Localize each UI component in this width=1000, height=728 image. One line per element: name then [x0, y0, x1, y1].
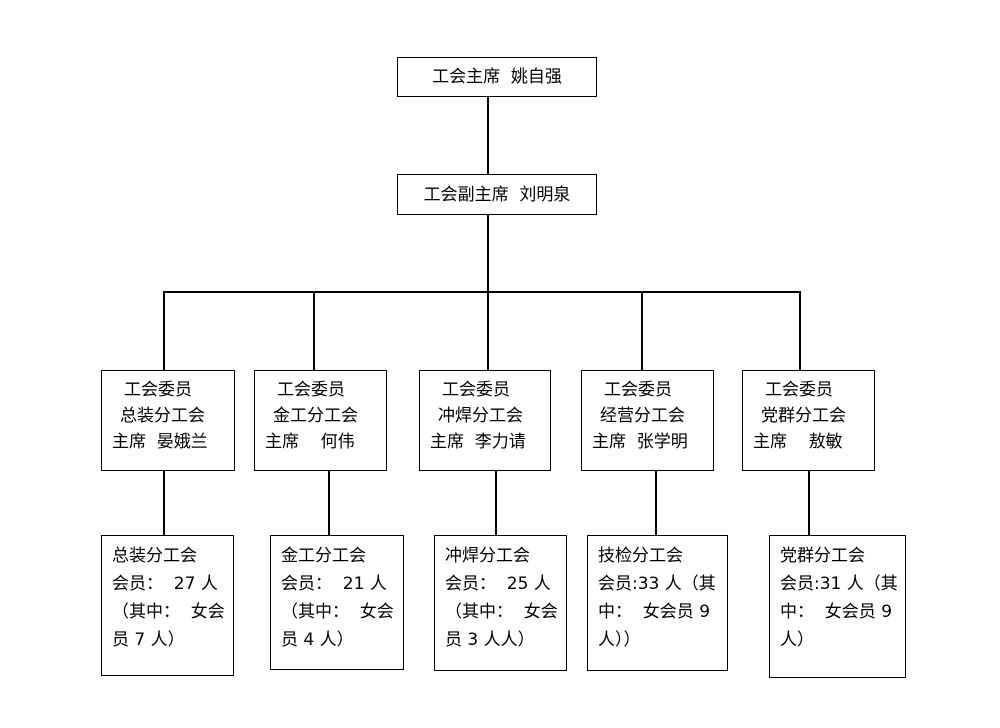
node-union-chairman-label: 工会主席 姚自强	[432, 67, 562, 87]
link-chonghan-branch	[495, 470, 497, 536]
committee-chair-label: 主席 敖敏	[753, 432, 843, 452]
drop-dangqun	[799, 293, 801, 371]
branch-member-count: 会员： 27 人	[112, 574, 218, 594]
committee-role-label: 工会委员	[124, 380, 192, 400]
committee-chair-label: 主席 晏娥兰	[112, 432, 208, 452]
committee-chair-label: 主席 何伟	[265, 432, 355, 452]
branch-member-count: 会员： 25 人	[445, 574, 551, 594]
node-branch-jingong: 金工分工会 会员： 21 人 （其中： 女会 员 4 人）	[270, 535, 404, 670]
branch-member-count: 会员:33 人（其	[598, 574, 716, 594]
branch-female-note: 中： 女会员 9	[780, 602, 893, 622]
connector-top-to-vice	[487, 96, 489, 174]
committee-role-label: 工会委员	[442, 380, 510, 400]
branch-name-label: 金工分工会	[281, 546, 366, 566]
branch-female-note-cont: 员 7 人）	[112, 630, 185, 650]
horizontal-bus	[163, 291, 801, 293]
committee-branch-label: 金工分工会	[273, 406, 358, 426]
committee-role-label: 工会委员	[765, 380, 833, 400]
node-branch-jijian: 技检分工会 会员:33 人（其 中： 女会员 9 人））	[587, 535, 728, 671]
link-jingying-branch	[655, 470, 657, 536]
node-branch-chonghan: 冲焊分工会 会员： 25 人 （其中： 女会 员 3 人人）	[434, 535, 567, 671]
committee-branch-label: 党群分工会	[761, 406, 846, 426]
committee-role-label: 工会委员	[277, 380, 345, 400]
node-committee-dangqun: 工会委员 党群分工会 主席 敖敏	[742, 370, 875, 471]
branch-female-note: （其中： 女会	[445, 602, 558, 622]
committee-branch-label: 总装分工会	[120, 406, 205, 426]
node-committee-zongzhuang: 工会委员 总装分工会 主席 晏娥兰	[101, 370, 235, 471]
branch-name-label: 冲焊分工会	[445, 546, 530, 566]
link-zongzhuang-branch	[163, 470, 165, 536]
drop-jingong	[313, 293, 315, 371]
node-committee-jingying: 工会委员 经营分工会 主席 张学明	[581, 370, 714, 471]
node-committee-chonghan: 工会委员 冲焊分工会 主席 李力请	[419, 370, 551, 471]
node-union-chairman: 工会主席 姚自强	[397, 57, 597, 97]
committee-chair-label: 主席 李力请	[430, 432, 526, 452]
node-union-vice-chairman-label: 工会副主席 刘明泉	[423, 184, 571, 205]
connector-vice-to-bus	[487, 214, 489, 293]
committee-branch-label: 冲焊分工会	[438, 406, 523, 426]
committee-branch-label: 经营分工会	[600, 406, 685, 426]
node-committee-jingong: 工会委员 金工分工会 主席 何伟	[254, 370, 387, 471]
node-branch-zongzhuang: 总装分工会 会员： 27 人 （其中： 女会 员 7 人）	[101, 535, 234, 676]
branch-name-label: 总装分工会	[112, 546, 197, 566]
drop-zongzhuang	[163, 291, 165, 371]
branch-female-note-cont: 员 3 人人）	[445, 630, 535, 650]
link-jingong-branch	[328, 470, 330, 536]
branch-female-note-cont: 员 4 人）	[281, 630, 354, 650]
committee-role-label: 工会委员	[604, 380, 672, 400]
node-union-vice-chairman: 工会副主席 刘明泉	[397, 174, 597, 215]
node-branch-dangqun: 党群分工会 会员:31 人（其 中： 女会员 9 人）	[769, 535, 906, 678]
branch-name-label: 党群分工会	[780, 546, 865, 566]
branch-female-note-cont: 人））	[598, 630, 641, 650]
link-dangqun-branch	[808, 470, 810, 536]
drop-chonghan	[487, 293, 489, 371]
branch-female-note-cont: 人）	[780, 630, 814, 650]
drop-jingying	[641, 293, 643, 371]
branch-member-count: 会员： 21 人	[281, 574, 387, 594]
branch-female-note: （其中： 女会	[281, 602, 394, 622]
committee-chair-label: 主席 张学明	[592, 432, 688, 452]
branch-name-label: 技检分工会	[598, 546, 683, 566]
branch-female-note: 中： 女会员 9	[598, 602, 711, 622]
branch-female-note: （其中： 女会	[112, 602, 225, 622]
branch-member-count: 会员:31 人（其	[780, 574, 898, 594]
